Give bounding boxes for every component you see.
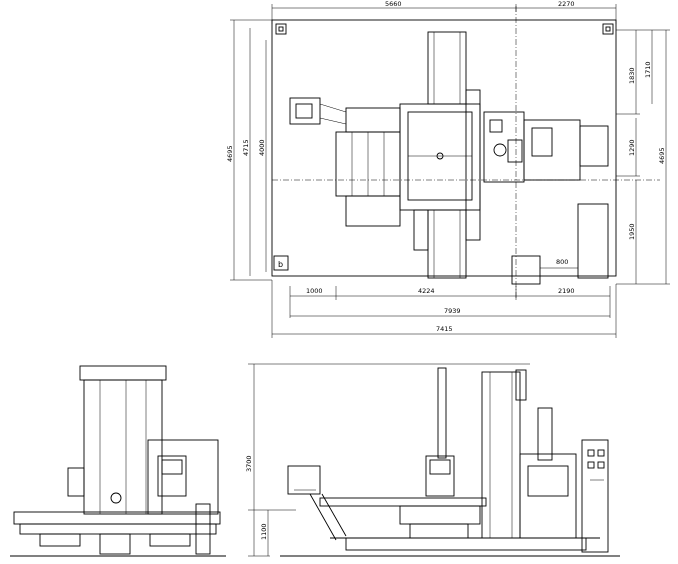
chip-conveyor-side xyxy=(287,465,321,495)
hydraulic-unit xyxy=(579,125,609,167)
dim-right-top-a: 1830 xyxy=(628,67,636,84)
dim-controller-offset: 800 xyxy=(556,258,568,266)
dim-right-overall: 4695 xyxy=(658,147,666,164)
dim-right-mid: 1290 xyxy=(628,139,636,156)
column-side xyxy=(437,367,447,459)
dim-side-height-total: 3700 xyxy=(245,455,253,472)
anchor-top-left-inner xyxy=(278,26,284,32)
plan-view: b xyxy=(226,0,670,338)
electrical-cabinet-side xyxy=(581,439,609,553)
spindle-carriage-side xyxy=(519,453,577,539)
chip-conveyor-plan xyxy=(289,97,321,125)
column-bottom xyxy=(427,209,467,279)
anchor-top-right-inner xyxy=(605,26,611,32)
control-pendant-side xyxy=(425,455,455,497)
bed-left-lower xyxy=(345,195,401,227)
dim-bottom-total-a: 7939 xyxy=(444,307,461,315)
dim-bottom-left: 1000 xyxy=(306,287,323,295)
foundation-outline xyxy=(271,19,617,277)
anchor-top-right xyxy=(602,23,614,35)
dim-top-width-left: 5660 xyxy=(385,0,402,8)
dim-top-width-right: 2270 xyxy=(558,0,575,8)
dim-side-height-table: 1100 xyxy=(260,523,268,540)
controller-plan xyxy=(511,255,541,285)
guide-bellows-left xyxy=(413,209,429,251)
side-view: 3700 1100 xyxy=(245,363,620,557)
foundation-mark: b xyxy=(278,260,283,269)
dim-bottom-total-b: 7415 xyxy=(436,325,453,333)
dim-right-lower: 1950 xyxy=(628,223,636,240)
dim-bottom-right: 2190 xyxy=(558,287,575,295)
foundation-mark-box xyxy=(273,255,289,271)
dim-left-height-inner: 4000 xyxy=(258,139,266,156)
table-side xyxy=(319,497,487,507)
control-pendant-front xyxy=(157,455,187,497)
column-top xyxy=(427,31,467,105)
electrical-cabinet-plan xyxy=(577,203,609,279)
bed-left-upper xyxy=(345,107,401,133)
column-front xyxy=(79,365,167,381)
rotary-table xyxy=(399,103,481,211)
dim-left-height-mid: 4715 xyxy=(242,139,250,156)
dim-right-top-b: 1710 xyxy=(644,61,652,78)
dim-left-height-outer: 4695 xyxy=(226,145,234,162)
front-view xyxy=(10,365,226,557)
anchor-top-left xyxy=(275,23,287,35)
guide-bellows-right xyxy=(465,89,481,241)
dim-bottom-mid: 4224 xyxy=(418,287,435,295)
